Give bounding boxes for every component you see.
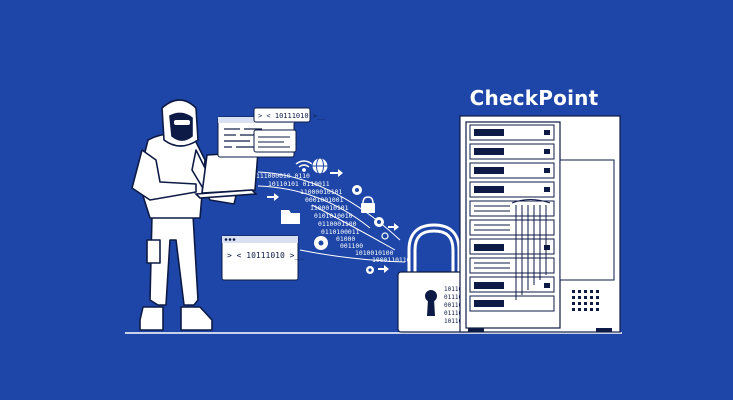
terminal-large: > < 10111010 >__ [221, 235, 304, 281]
lock-bits: 10110 [444, 318, 462, 325]
data-flow-lines [257, 171, 406, 263]
hacker-figure [131, 99, 237, 331]
binary-line: 0110100011 [321, 228, 360, 236]
terminal-top-text: > < 10111010 >__ [258, 112, 326, 120]
binary-line: 10110101 0110011 [268, 180, 330, 188]
binary-line: 111000010 0110 [256, 172, 310, 180]
brand-title: CheckPoint [469, 86, 599, 110]
binary-line: 0101010010 [314, 212, 353, 220]
binary-stream: 111000010 0110 10110101 0110011 11000010… [256, 172, 411, 264]
lock-bits: 01110 [444, 310, 462, 317]
binary-line: 1100010101 [310, 204, 349, 212]
lock-icon [361, 196, 375, 213]
padlock-icon: 10110 01110 00110 01110 10110 [397, 223, 473, 333]
folder-icon [281, 210, 300, 224]
binary-line: 001100 [340, 242, 363, 250]
binary-line: 0001001001 [305, 196, 344, 204]
binary-line: 11000010101 [300, 188, 342, 196]
code-window-small [253, 129, 297, 153]
terminal-top: > < 10111010 >__ [253, 107, 326, 123]
arrow-icon [267, 169, 399, 273]
lock-bits: 10110 [444, 286, 462, 293]
node-icon [381, 232, 389, 240]
terminal-large-text: > < 10111010 >__ [227, 251, 304, 260]
binary-line: 1000110110 [372, 256, 411, 264]
lock-bits: 01110 [444, 294, 462, 301]
globe-icon [311, 157, 329, 175]
binary-line: 01000 [336, 235, 355, 243]
gear-icon [314, 185, 384, 274]
binary-line: 1010010100 [355, 249, 394, 257]
wifi-icon [295, 160, 313, 172]
laptop-icon [194, 151, 259, 199]
lock-bits: 00110 [444, 302, 462, 309]
server-rack [459, 115, 621, 333]
binary-line: 0110001100 [318, 220, 357, 228]
